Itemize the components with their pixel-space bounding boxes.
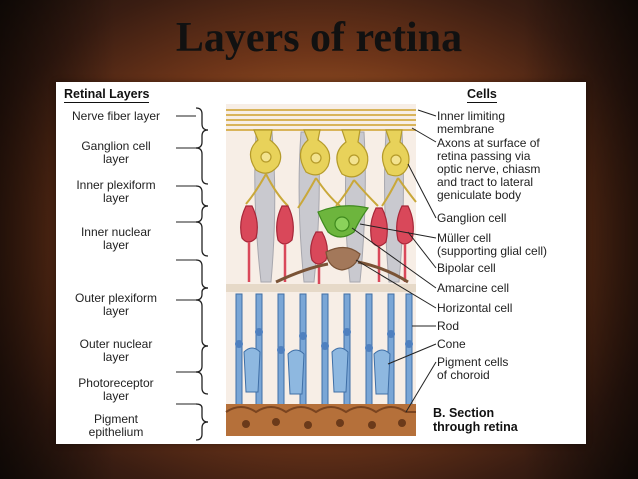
cell-label-rod: Rod [437,319,460,333]
layer-pointer-lines [176,115,196,405]
cell-label-bipolar: Bipolar cell [437,261,496,275]
cell-label-muller: Müller cell(supporting glial cell) [437,231,548,258]
ganglion-dendrites [245,173,417,209]
right-header: Cells [467,87,497,103]
cell-label-horizontal: Horizontal cell [437,301,513,315]
left-header: Retinal Layers [64,87,150,103]
layer-label-nerve-fiber: Nerve fiber layer [71,109,161,123]
cell-pointer-lines [351,109,437,413]
bipolar-processes [247,242,407,287]
ganglion-cells [249,129,410,178]
outer-plexiform-band [226,284,416,292]
cell-label-amacrine: Amarcine cell [437,281,510,295]
rod-nuclei [235,328,413,354]
cell-label-ganglion: Ganglion cell [437,211,507,225]
retina-illustration [176,104,437,441]
cone-cells [243,347,391,395]
retina-figure-panel: Retinal Layers Cells Nerve fiber layer G… [56,82,586,444]
cell-label-cone: Cone [437,337,466,351]
layer-brackets [195,107,209,441]
amacrine-cell [317,205,370,238]
bipolar-cells [240,205,414,265]
horizontal-cell [275,246,409,284]
pigment-epithelium [225,404,416,436]
slide-title: Layers of retina [175,15,463,61]
